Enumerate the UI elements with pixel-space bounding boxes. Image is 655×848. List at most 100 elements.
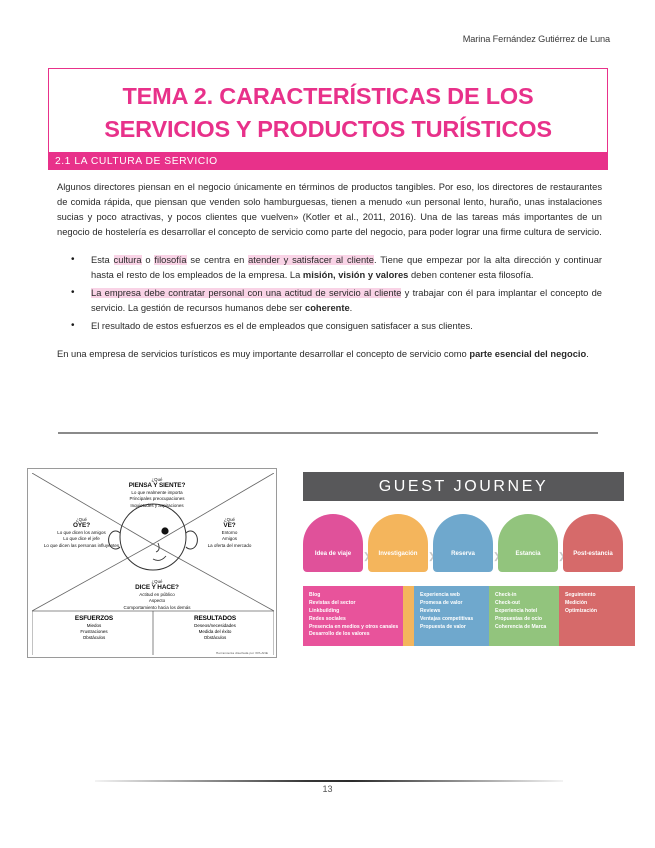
chapter-title-line-1: TEMA 2. CARACTERÍSTICAS DE LOS xyxy=(122,83,534,109)
guest-journey-band-item: Coherencia de Marca xyxy=(495,623,547,630)
empathy-top-que: ¿Qué xyxy=(151,477,163,482)
section-heading-label: 2.1 LA CULTURA DE SERVICIO xyxy=(55,155,218,167)
chapter-title-line-2: SERVICIOS Y PRODUCTOS TURÍSTICOS xyxy=(104,116,552,143)
empathy-box-esfuerzos: ESFUERZOS Miedos Frustraciones Obstáculo… xyxy=(34,615,154,642)
closing-text-2: . xyxy=(586,349,589,360)
guest-journey-band-item: Check-out xyxy=(495,599,520,606)
empathy-top-item-2: Inquietudes y aspiraciones xyxy=(130,502,184,508)
empathy-quadrant-left: ¿Qué OYE? Lo que dicen los amigos Lo que… xyxy=(34,517,129,549)
bullet2-text-2: . xyxy=(349,302,353,313)
content-divider-rule xyxy=(58,432,598,434)
guest-journey-stage-label: Idea de viaje xyxy=(314,549,352,557)
body-content: Algunos directores piensan en el negocio… xyxy=(57,180,602,371)
empathy-left-title: OYE? xyxy=(73,522,90,530)
empathy-box-resultados: RESULTADOS Deseos/necesidades Medida del… xyxy=(156,615,274,642)
section-heading-band: 2.1 LA CULTURA DE SERVICIO xyxy=(48,152,608,170)
empathy-box-right-item-2: Obstáculos xyxy=(203,635,227,641)
guest-journey-band-item: Presencia en medios y otros canales xyxy=(309,623,399,630)
empathy-bottom-que: ¿Qué xyxy=(151,579,163,584)
empathy-box-right-item-1: Medida del éxito xyxy=(198,629,232,635)
guest-journey-stage: Idea de viaje xyxy=(303,514,363,572)
empathy-bottom-title: DICE Y HACE? xyxy=(135,584,179,592)
stage-arrow-icon: ❯ xyxy=(363,551,371,561)
empathy-map-figure: ¿Qué PIENSA Y SIENTE? Lo que realmente i… xyxy=(27,468,277,658)
page-number: 13 xyxy=(322,784,333,794)
footer-divider-rule xyxy=(95,780,563,782)
empathy-right-item-0: Entorno xyxy=(221,530,238,536)
empathy-left-que: ¿Qué xyxy=(76,517,87,522)
guest-journey-stage-row: Idea de viaje❯Investigación❯Reserva❯Esta… xyxy=(303,514,624,576)
bullet1-text-3: se centra en xyxy=(186,254,249,265)
empathy-top-item-0: Lo que realmente importa xyxy=(131,490,183,496)
guest-journey-band-item: Blog xyxy=(309,592,321,598)
empathy-box-left-item-0: Miedos xyxy=(86,623,102,628)
empathy-right-title: VE? xyxy=(223,522,236,530)
guest-journey-header: GUEST JOURNEY xyxy=(303,472,624,501)
bullet2-highlight-1: La empresa debe contratar personal con u… xyxy=(91,287,402,298)
guest-journey-band-item: Desarrollo de los valores xyxy=(309,631,370,638)
empathy-bottom-item-2: Comportamiento hacia los demás xyxy=(123,604,191,610)
empathy-left-item-0: Lo que dicen los amigos xyxy=(57,530,106,536)
guest-journey-stage: Reserva xyxy=(433,514,493,572)
empathy-quadrant-top: ¿Qué PIENSA Y SIENTE? Lo que realmente i… xyxy=(92,477,222,509)
document-author-header: Marina Fernández Gutiérrez de Luna xyxy=(462,34,610,44)
guest-journey-band-item: Check-in xyxy=(495,592,517,598)
list-item: La empresa debe contratar personal con u… xyxy=(57,285,602,316)
guest-journey-stage: Post-estancia xyxy=(563,514,623,572)
bullet1-highlight-3: atender y satisfacer al cliente xyxy=(248,254,374,265)
bullet2-text-1: y trabajar con él para implantar el conc… xyxy=(91,287,602,313)
empathy-box-left-item-1: Frustraciones xyxy=(80,629,108,635)
bullet1-text-4: . Tiene que empezar por la alta direcció… xyxy=(91,254,602,280)
empathy-bottom-item-0: Actitud en público xyxy=(139,592,175,598)
guest-journey-band-item: Propuesta de valor xyxy=(420,623,466,630)
guest-journey-band-item: Medición xyxy=(565,599,588,606)
empathy-map-credit: Herramienta diseñada por XPLANE xyxy=(216,651,268,655)
stage-arrow-icon: ❯ xyxy=(493,551,501,561)
guest-journey-figure: GUEST JOURNEY Idea de viaje ❯ Investigació… xyxy=(297,468,635,658)
empathy-quadrant-bottom: ¿Qué DICE Y HACE? Actitud en público Asp… xyxy=(87,579,227,611)
stage-arrow-icon: ❯ xyxy=(558,551,566,561)
guest-journey-band-item: Reviews xyxy=(420,607,441,614)
guest-journey-stage-label: Reserva xyxy=(451,549,475,557)
bullet1-text-2: o xyxy=(141,254,155,265)
guest-journey-stage: Estancia xyxy=(498,514,558,572)
stage-arrow-icon: ❯ xyxy=(428,551,436,561)
guest-journey-stage-label: Post-estancia xyxy=(573,549,613,557)
guest-journey-band-item: Optimización xyxy=(565,607,597,614)
empathy-bottom-item-1: Aspecto xyxy=(148,598,166,604)
empathy-quadrant-right: ¿Qué VE? Entorno Amigos La oferta del me… xyxy=(182,517,277,549)
empathy-right-que: ¿Qué xyxy=(224,517,235,522)
closing-paragraph: En una empresa de servicios turísticos e… xyxy=(57,347,602,362)
guest-journey-band-item: Propuestas de ocio xyxy=(495,615,542,622)
closing-bold-1: parte esencial del negocio xyxy=(469,349,587,360)
eye-dot xyxy=(161,527,169,535)
guest-journey-band-item: Seguimiento xyxy=(565,592,596,598)
bullet-list: Esta cultura o filosofía se centra en at… xyxy=(57,251,602,334)
bullet1-text-1: Esta xyxy=(91,254,114,265)
empathy-right-item-1: Amigos xyxy=(221,536,237,542)
guest-journey-stage: Investigación xyxy=(368,514,428,572)
guest-journey-band-item: Promesa de valor xyxy=(420,599,463,606)
guest-journey-stage-label: Investigación xyxy=(378,549,418,557)
bullet1-bold-1: misión, visión y valores xyxy=(302,269,409,280)
bullet3-text-1: El resultado de estos esfuerzos es el de… xyxy=(91,321,473,331)
empathy-right-item-2: La oferta del mercado xyxy=(207,542,252,548)
chapter-title-box: TEMA 2. CARACTERÍSTICAS DE LOS SERVICIOS… xyxy=(48,68,608,161)
empathy-top-title: PIENSA Y SIENTE? xyxy=(128,482,186,490)
bullet1-highlight-1: cultura xyxy=(113,254,142,265)
guest-journey-band-item: Redes sociales xyxy=(309,615,346,622)
empathy-map-inner: ¿Qué PIENSA Y SIENTE? Lo que realmente i… xyxy=(32,473,274,655)
closing-text-1: En una empresa de servicios turísticos e… xyxy=(57,349,470,360)
empathy-box-left-title: ESFUERZOS xyxy=(74,615,114,622)
empathy-box-right-title: RESULTADOS xyxy=(193,615,237,622)
guest-journey-band-item: Experiencia web xyxy=(420,592,460,598)
empathy-map-lines xyxy=(32,473,274,655)
list-item: El resultado de estos esfuerzos es el de… xyxy=(57,318,602,334)
empathy-top-item-1: Principales preocupaciones xyxy=(129,496,185,502)
